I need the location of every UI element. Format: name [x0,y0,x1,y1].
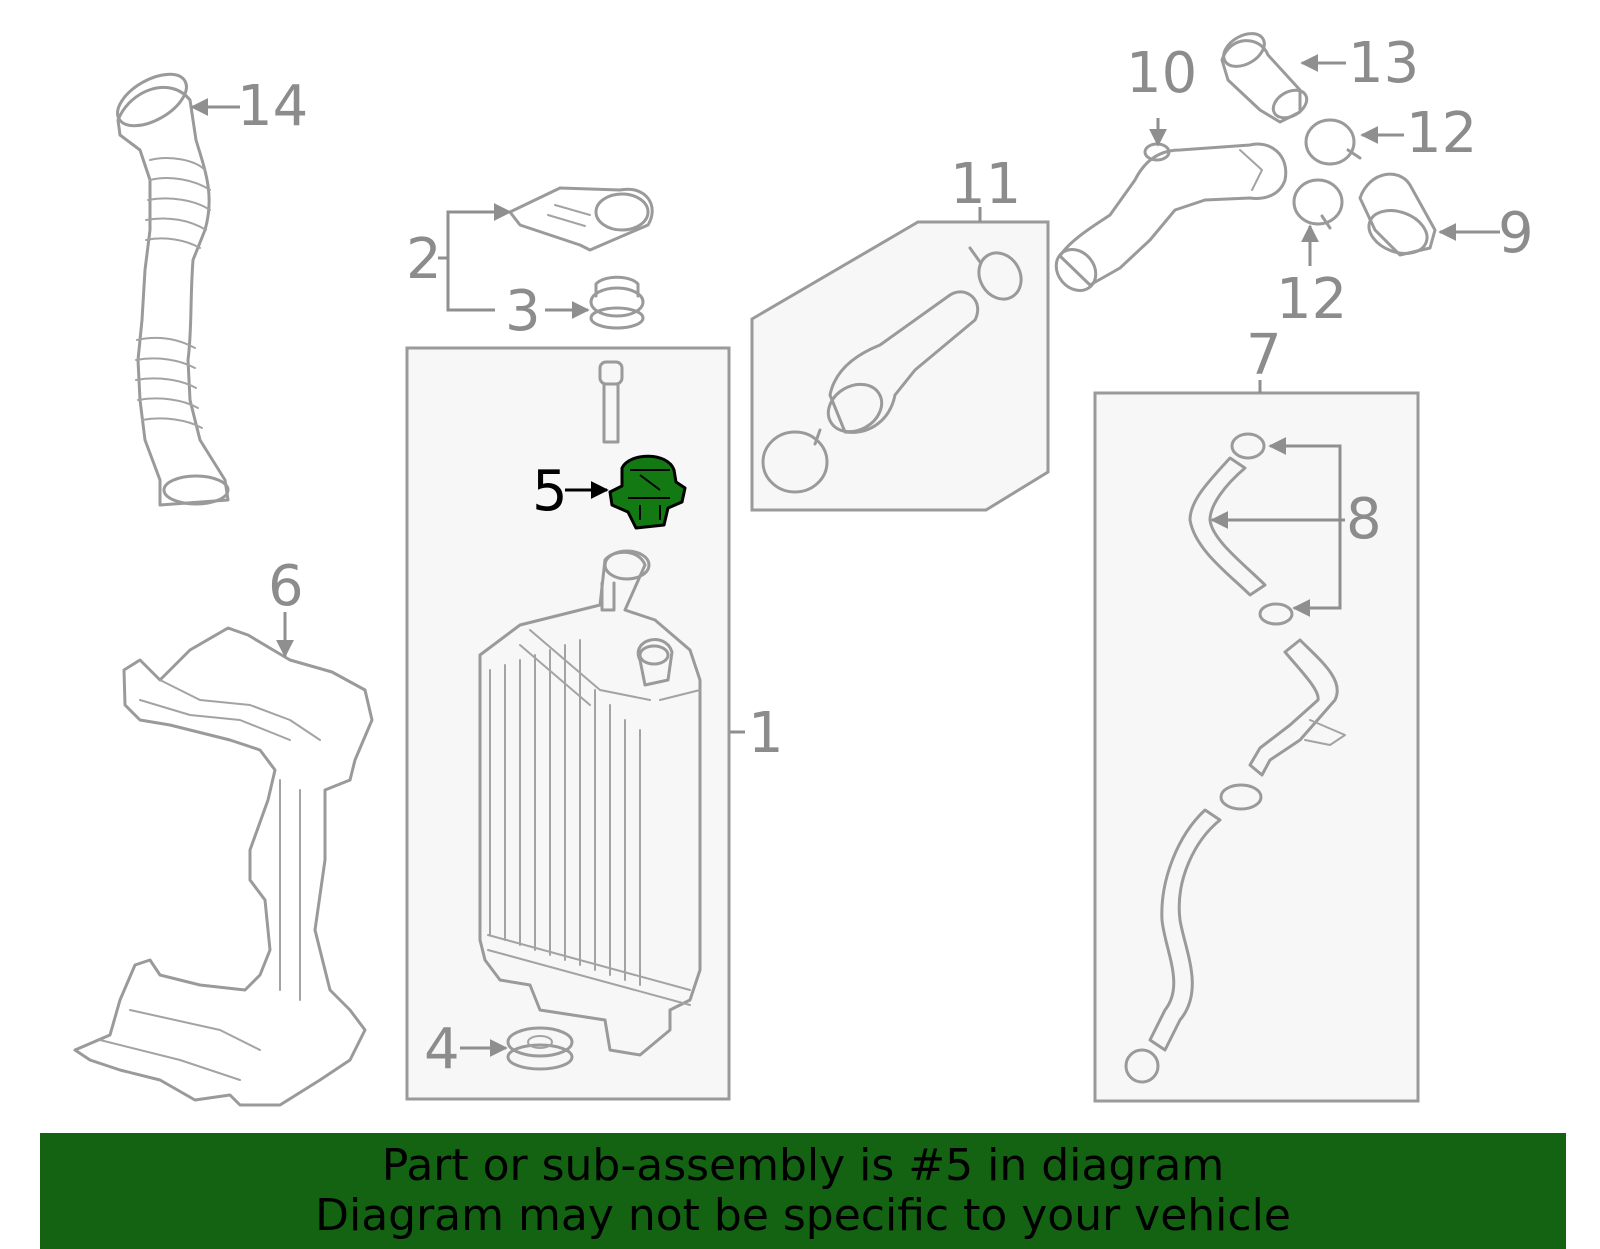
part-13-connector[interactable] [1218,27,1312,124]
callout-5: 5 [532,459,568,524]
callout-10: 10 [1126,41,1197,106]
callout-4: 4 [424,1017,460,1082]
callout-12-upper: 12 [1406,101,1477,166]
part-12-clamp-upper[interactable] [1304,118,1362,166]
part-14-intake-hose[interactable] [109,64,230,507]
callout-14: 14 [237,74,308,139]
callout-3: 3 [505,279,541,344]
callout-7: 7 [1246,323,1282,388]
part-8-hose[interactable] [1188,432,1294,626]
callout-8: 8 [1346,487,1382,552]
notice-banner: Part or sub-assembly is #5 in diagram Di… [40,1133,1566,1249]
callout-11: 11 [950,152,1021,217]
bolt[interactable] [598,360,624,444]
group-box-1 [405,346,731,1101]
part-4-grommet[interactable] [506,1026,574,1071]
callout-12-lower: 12 [1276,267,1347,332]
part-11-hose[interactable] [761,245,1029,494]
part-6-air-duct[interactable] [73,626,374,1107]
part-9-hose-end[interactable] [1358,172,1437,261]
part-12-clamp-lower[interactable] [1292,178,1344,230]
banner-line-1: Part or sub-assembly is #5 in diagram [381,1140,1225,1191]
callout-2: 2 [406,227,442,292]
part-5-sensor-highlighted[interactable] [608,454,687,530]
banner-line-2: Diagram may not be specific to your vehi… [315,1190,1291,1241]
callout-13: 13 [1348,31,1419,96]
callout-1: 1 [748,701,784,766]
callout-6: 6 [268,554,304,619]
part-10-pipe[interactable] [1048,142,1288,298]
part-7-hoses[interactable] [1124,638,1346,1084]
part-3-grommet[interactable] [589,275,645,330]
part-1-intercooler[interactable] [478,549,702,1057]
callout-9: 9 [1498,201,1534,266]
group-box-11 [750,220,1050,512]
part-2-bracket[interactable] [508,186,654,252]
leader-lines [190,54,1500,1057]
group-box-7 [1093,391,1420,1103]
